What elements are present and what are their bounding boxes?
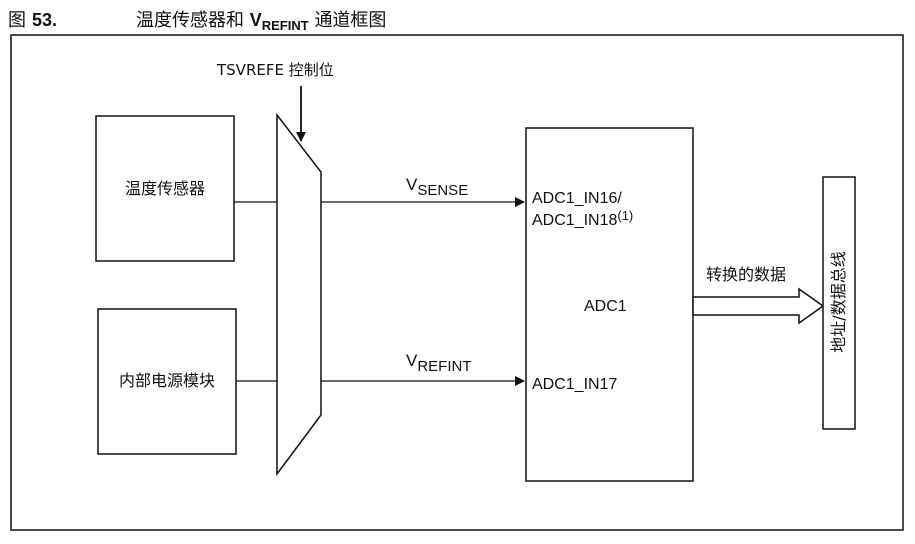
internal-supply-box <box>97 308 237 455</box>
figure-title-sub: REFINT <box>261 18 309 33</box>
figure-title: 温度传感器和 VREFINT 通道框图 <box>136 6 386 33</box>
control-label: TSVREFE 控制位 <box>216 61 334 79</box>
converted-data-arrow <box>692 287 825 325</box>
adc1-in18-label: ADC1_IN18(1) <box>532 208 633 229</box>
adc1-box <box>525 127 694 482</box>
vrefint-sub: REFINT <box>417 358 471 375</box>
adc1-name: ADC1 <box>584 298 627 315</box>
internal-supply-label: 内部电源模块 <box>119 371 215 390</box>
figure-label: 图 <box>8 10 26 30</box>
temperature-sensor-label: 温度传感器 <box>125 179 205 198</box>
converted-data-label: 转换的数据 <box>706 265 786 284</box>
temperature-sensor-box <box>95 115 235 262</box>
bus-label: 地址/数据总线 <box>829 251 848 352</box>
figure-title-prefix: 温度传感器和 <box>136 10 244 31</box>
vsense-sub: SENSE <box>417 182 468 199</box>
vsense-v: V <box>406 175 418 194</box>
vrefint-v: V <box>406 351 418 370</box>
figure-title-v: V <box>249 10 262 30</box>
vsense-label: VSENSE <box>406 175 468 199</box>
vrefint-label: VREFINT <box>406 351 472 375</box>
adc1-in17-label: ADC1_IN17 <box>532 376 617 393</box>
figure-caption: 图 53. 温度传感器和 VREFINT 通道框图 <box>8 6 386 33</box>
figure-number: 53. <box>32 10 58 30</box>
figure-title-suffix: 通道框图 <box>314 10 387 31</box>
adc1-in18-note: (1) <box>617 208 633 223</box>
address-data-bus <box>822 176 856 430</box>
outer-frame <box>10 34 904 531</box>
adc1-in16-label: ADC1_IN16/ <box>532 190 622 207</box>
adc1-in18: ADC1_IN18 <box>532 212 617 229</box>
multiplexer <box>276 112 322 477</box>
